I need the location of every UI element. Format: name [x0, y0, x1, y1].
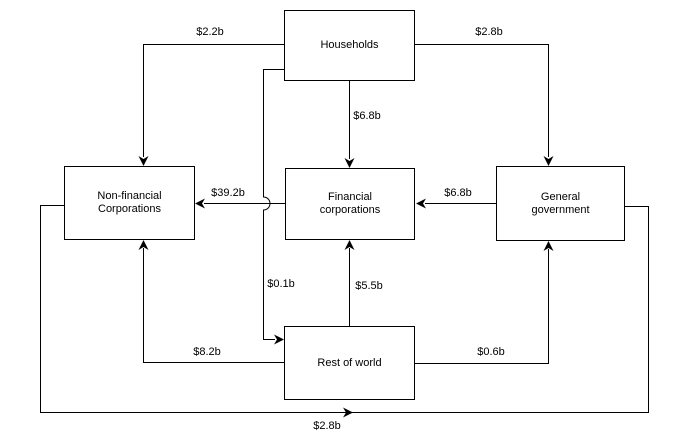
flow-label-households-to-government: $2.8b — [475, 26, 503, 38]
flow-label-non-financial-to-government: $2.8b — [313, 420, 341, 432]
node-general-government: General government — [496, 166, 625, 241]
arrow-households-to-government — [415, 44, 554, 166]
node-government-label-line1: General — [540, 190, 581, 203]
node-financial-label-line1: Financial — [327, 191, 373, 203]
arrow-rest-of-world-to-government — [415, 241, 554, 364]
node-households: Households — [284, 10, 415, 81]
node-non-financial-corporations: Non-financial Corporations — [64, 166, 195, 240]
node-non-financial-label-line1: Non-financial — [97, 190, 162, 202]
flow-label-households-to-non-financial: $2.2b — [196, 26, 224, 38]
arrow-households-to-financial — [344, 81, 355, 168]
node-non-financial-label-line2: Corporations — [98, 203, 161, 215]
arrow-rest-of-world-to-financial — [344, 240, 355, 326]
node-rest-of-world: Rest of world — [284, 326, 415, 400]
flow-label-rest-of-world-to-financial: $5.5b — [355, 280, 383, 292]
node-households-label: Households — [320, 39, 379, 51]
flow-label-government-to-financial: $6.8b — [444, 187, 472, 199]
node-rest-of-world-label: Rest of world — [317, 356, 382, 369]
node-financial-corporations: Financial corporations — [285, 168, 415, 240]
arrow-non-financial-to-government — [40, 205, 649, 418]
flow-label-rest-of-world-to-government: $0.6b — [477, 346, 505, 358]
arrow-financial-to-non-financial — [195, 198, 285, 209]
flow-label-households-to-rest-of-world: $0.1b — [267, 278, 295, 290]
node-financial-label-line2: corporations — [319, 204, 381, 216]
flow-label-financial-to-non-financial: $39.2b — [211, 187, 245, 199]
arrow-households-to-non-financial — [138, 44, 284, 166]
flow-label-households-to-financial: $6.8b — [353, 110, 381, 122]
arrow-rest-of-world-to-non-financial — [138, 240, 284, 363]
arrow-government-to-financial — [416, 198, 496, 209]
arrow-households-to-rest-of-world — [263, 69, 284, 345]
flow-label-rest-of-world-to-non-financial: $8.2b — [193, 346, 221, 358]
node-government-label-line2: government — [531, 203, 590, 216]
